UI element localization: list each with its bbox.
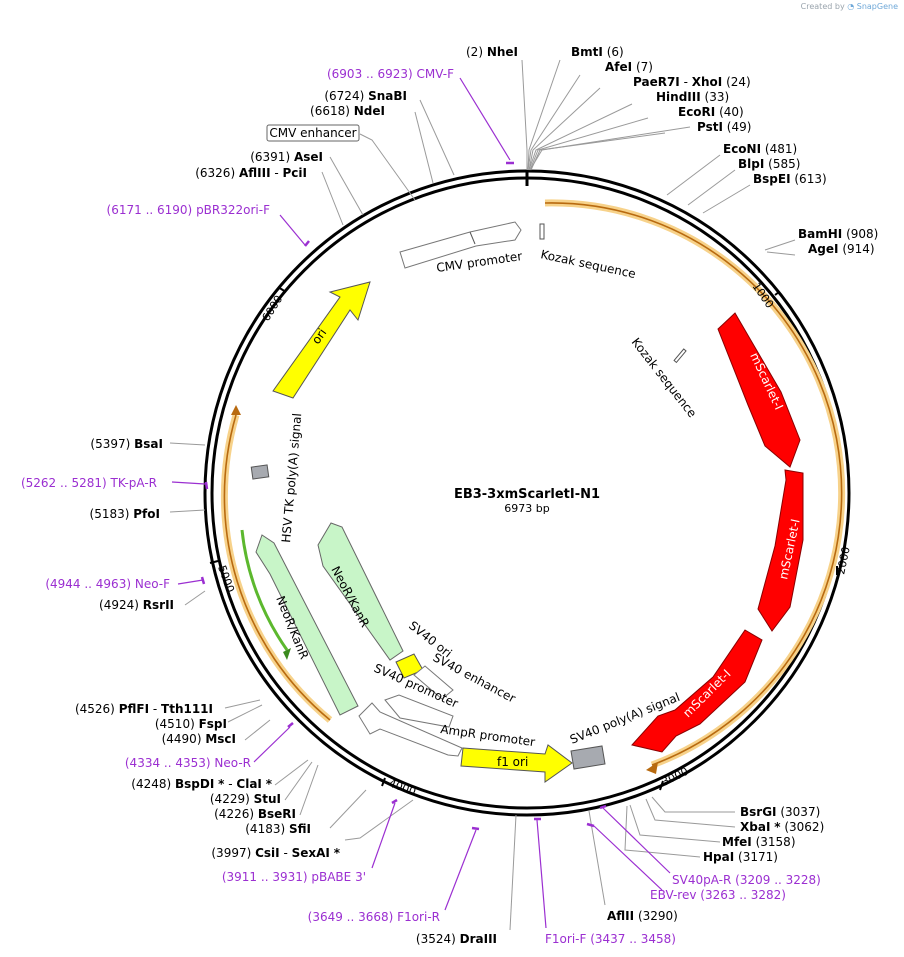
site-draiii[interactable]: (3524) DraIII	[416, 932, 497, 946]
cmv-promoter-divider	[469, 231, 476, 245]
site-hindiii[interactable]: HindIII (33)	[656, 90, 729, 104]
primer-lines	[171, 77, 671, 929]
mscarlet1-arrow[interactable]	[717, 312, 801, 468]
snapgene-credit: Created by ◔ SnapGene	[801, 2, 898, 11]
orf1-arrowhead-icon	[646, 762, 658, 774]
site-pfoi[interactable]: (5183) PfoI	[90, 507, 160, 521]
hsv-tk-label: HSV TK poly(A) signal	[279, 413, 304, 544]
f1-ori-arrow[interactable]	[460, 744, 573, 783]
tick-marks	[209, 286, 838, 791]
site-bseri[interactable]: (4226) BseRI	[214, 807, 296, 821]
site-ecori[interactable]: EcoRI (40)	[678, 105, 744, 119]
plasmid-length: 6973 bp	[504, 502, 549, 515]
site-afliii-pcii[interactable]: (6326) AflIII - PciI	[195, 166, 307, 180]
tick-label-4000: 4000	[387, 777, 418, 799]
mscarlet2-arrow[interactable]	[757, 469, 804, 632]
ampr-promoter-arrow[interactable]	[358, 702, 463, 757]
site-bsrgi[interactable]: BsrGI (3037)	[740, 805, 820, 819]
primer-neo-f[interactable]: (4944 .. 4963) Neo-F	[45, 577, 170, 591]
credit-brand: SnapGene	[856, 2, 898, 11]
site-pflfi-tth111i[interactable]: (4526) PflFI - Tth111I	[75, 702, 213, 716]
cmv-promoter-arrow[interactable]	[399, 221, 522, 269]
site-csii-sexai[interactable]: (3997) CsiI - SexAI *	[211, 846, 340, 860]
f1-ori-label: f1 ori	[497, 755, 528, 769]
ori-arrow[interactable]	[272, 281, 371, 399]
primer-pbr322ori-f[interactable]: (6171 .. 6190) pBR322ori-F	[107, 203, 271, 217]
site-nhei[interactable]: (2) NheI	[466, 45, 518, 59]
primer-sv40pa-r[interactable]: SV40pA-R (3209 .. 3228)	[672, 873, 821, 887]
hsv-tk-polya-box[interactable]	[250, 464, 270, 480]
site-bamhi[interactable]: BamHI (908)	[798, 227, 878, 241]
credit-prefix: Created by	[800, 2, 845, 11]
kozak-inner-mark	[673, 348, 687, 364]
site-stui[interactable]: (4229) StuI	[210, 792, 281, 806]
site-aflii[interactable]: AflII (3290)	[607, 909, 678, 923]
neokan-outer-arrow[interactable]	[255, 534, 359, 716]
site-blpi[interactable]: BlpI (585)	[738, 157, 800, 171]
sv40-polya-box[interactable]	[570, 745, 606, 770]
tick-label-2000: 2000	[834, 546, 853, 576]
primer-f1ori-f[interactable]: F1ori-F (3437 .. 3458)	[545, 932, 676, 946]
tick-label-3000: 3000	[660, 765, 691, 789]
site-asei[interactable]: (6391) AseI	[250, 150, 323, 164]
site-snabi[interactable]: (6724) SnaBI	[324, 89, 407, 103]
site-psti[interactable]: PstI (49)	[697, 120, 751, 134]
kozak-outer-mark	[539, 223, 545, 240]
kozak-outer-label: Kozak sequence	[539, 247, 637, 281]
site-rsrii[interactable]: (4924) RsrII	[99, 598, 174, 612]
site-hpai[interactable]: HpaI (3171)	[703, 850, 778, 864]
enzyme-site-lines	[169, 59, 796, 931]
primer-f1ori-r[interactable]: (3649 .. 3668) F1ori-R	[308, 910, 440, 924]
site-mfei[interactable]: MfeI (3158)	[722, 835, 796, 849]
site-econi[interactable]: EcoNI (481)	[723, 142, 797, 156]
primer-ebv-rev[interactable]: EBV-rev (3263 .. 3282)	[650, 888, 786, 902]
orf3-arrowhead-icon	[283, 648, 291, 660]
site-paer7i-xhoi[interactable]: PaeR7I - XhoI (24)	[633, 75, 751, 89]
orf-arcs	[220, 199, 846, 769]
site-bspei[interactable]: BspEI (613)	[753, 172, 827, 186]
neokan-inner-arrow[interactable]	[317, 522, 404, 661]
primer-pbabe-3[interactable]: (3911 .. 3931) pBABE 3'	[222, 870, 366, 884]
site-ndei[interactable]: (6618) NdeI	[310, 104, 385, 118]
sv40-enhancer-box[interactable]	[413, 665, 454, 700]
primer-neo-r[interactable]: (4334 .. 4353) Neo-R	[125, 756, 251, 770]
site-sfii[interactable]: (4183) SfiI	[245, 822, 311, 836]
site-bspdi-clai[interactable]: (4248) BspDI * - ClaI *	[131, 777, 272, 791]
cmv-enhancer-box	[266, 124, 360, 142]
primer-cmv-f[interactable]: (6903 .. 6923) CMV-F	[327, 67, 454, 81]
site-bmti[interactable]: BmtI (6)	[571, 45, 624, 59]
site-xbai[interactable]: XbaI * (3062)	[740, 820, 824, 834]
cmv-enhancer-label: CMV enhancer	[269, 126, 356, 140]
orf2-arrowhead-icon	[231, 405, 241, 415]
site-fspi[interactable]: (4510) FspI	[155, 717, 227, 731]
primer-tk-pa-r[interactable]: (5262 .. 5281) TK-pA-R	[21, 476, 157, 490]
sv40-promoter-inner-arrow[interactable]	[384, 694, 454, 728]
plasmid-name: EB3-3xmScarletI-N1	[454, 487, 600, 502]
site-afei[interactable]: AfeI (7)	[605, 60, 653, 74]
primer-marks	[200, 161, 607, 831]
site-bsai[interactable]: (5397) BsaI	[90, 437, 163, 451]
mscarlet3-arrow[interactable]	[631, 629, 763, 753]
snapgene-logo-icon: ◔	[847, 2, 855, 11]
site-agei[interactable]: AgeI (914)	[808, 242, 875, 256]
site-msci[interactable]: (4490) MscI	[162, 732, 236, 746]
kozak-inner-label: Kozak sequence	[629, 335, 700, 420]
